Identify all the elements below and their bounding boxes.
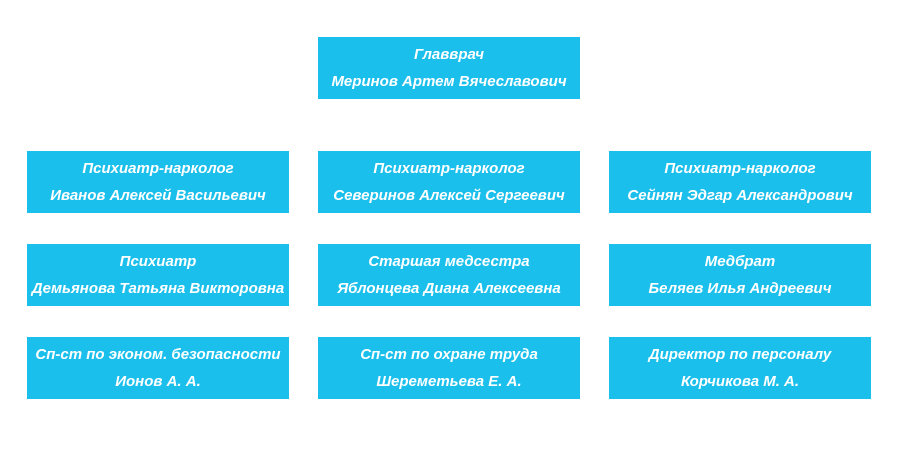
- org-node-title: Старшая медсестра: [368, 253, 530, 270]
- org-node-person: Ионов А. А.: [115, 373, 201, 390]
- org-node-head-nurse[interactable]: Старшая медсестра Яблонцева Диана Алексе…: [318, 244, 580, 306]
- org-node-person: Беляев Илья Андреевич: [648, 280, 832, 297]
- org-node-narcologist-2[interactable]: Психиатр-нарколог Северинов Алексей Серг…: [318, 151, 580, 213]
- org-node-chief-doctor[interactable]: Главврач Меринов Артем Вячеславович: [318, 37, 580, 99]
- org-node-hr-director[interactable]: Директор по персоналу Корчикова М. А.: [609, 337, 871, 399]
- org-node-person: Сейнян Эдгар Александрович: [627, 187, 853, 204]
- org-node-title: Директор по персоналу: [648, 346, 832, 363]
- org-node-person: Яблонцева Диана Алексеевна: [337, 280, 561, 297]
- org-node-title: Психиатр-нарколог: [82, 160, 234, 177]
- org-node-person: Корчикова М. А.: [680, 373, 800, 390]
- org-node-person: Шереметьева Е. А.: [376, 373, 522, 390]
- org-node-title: Сп-ст по охране труда: [360, 346, 538, 363]
- org-node-economic-security[interactable]: Сп-ст по эконом. безопасности Ионов А. А…: [27, 337, 289, 399]
- org-node-psychiatrist[interactable]: Психиатр Демьянова Татьяна Викторовна: [27, 244, 289, 306]
- org-node-title: Психиатр: [119, 253, 197, 270]
- org-node-title: Психиатр-нарколог: [373, 160, 525, 177]
- org-node-labor-safety[interactable]: Сп-ст по охране труда Шереметьева Е. А.: [318, 337, 580, 399]
- org-node-person: Иванов Алексей Васильевич: [50, 187, 266, 204]
- org-node-person: Меринов Артем Вячеславович: [331, 73, 567, 90]
- org-node-title: Сп-ст по эконом. безопасности: [35, 346, 281, 363]
- org-node-male-nurse[interactable]: Медбрат Беляев Илья Андреевич: [609, 244, 871, 306]
- org-node-title: Главврач: [413, 46, 485, 63]
- org-node-person: Северинов Алексей Сергеевич: [333, 187, 565, 204]
- org-node-title: Психиатр-нарколог: [664, 160, 816, 177]
- org-node-narcologist-3[interactable]: Психиатр-нарколог Сейнян Эдгар Александр…: [609, 151, 871, 213]
- org-node-narcologist-1[interactable]: Психиатр-нарколог Иванов Алексей Василье…: [27, 151, 289, 213]
- org-node-title: Медбрат: [704, 253, 776, 270]
- org-node-person: Демьянова Татьяна Викторовна: [31, 280, 285, 297]
